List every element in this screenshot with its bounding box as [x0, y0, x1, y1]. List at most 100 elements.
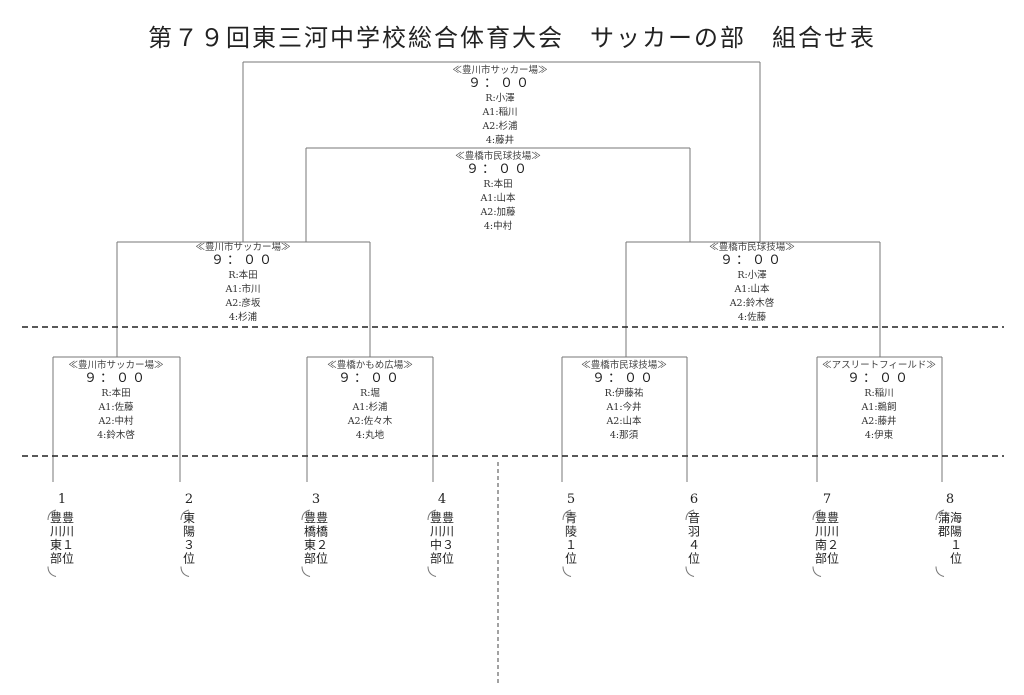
- team-number: 1: [58, 492, 66, 507]
- match-time: ９：００: [592, 371, 656, 386]
- team-label-char: 位: [62, 551, 74, 566]
- match-venue: ≪豊川市サッカー場≫: [452, 64, 547, 76]
- team-number: 3: [312, 492, 320, 507]
- team-label-char: ２: [827, 538, 839, 552]
- team-label-char: 中: [430, 537, 442, 552]
- team-label-char: 豊: [304, 511, 316, 525]
- team-label-paren-close: [427, 566, 437, 577]
- match-referee: R:本田: [101, 387, 130, 399]
- team-label-char: １: [950, 538, 962, 552]
- team-label-char: 南: [815, 537, 827, 552]
- team-label-paren-open: [935, 509, 945, 521]
- team-label-char: 陵: [565, 525, 577, 539]
- team-label-char: 位: [316, 551, 328, 566]
- team-label-char: 豊: [815, 511, 827, 525]
- match-venue: ≪豊橋市民球技場≫: [709, 241, 795, 253]
- team-label-char: 東: [183, 511, 195, 525]
- team-label-paren-close: [47, 566, 57, 577]
- match-referee: R:小澤: [485, 93, 515, 104]
- team-label-char: 橋: [304, 525, 316, 539]
- team-label-paren-open: [427, 509, 437, 521]
- team-label-paren-close: [812, 566, 822, 577]
- team-label-char: 部: [50, 551, 62, 566]
- match-referee: 4:那須: [610, 430, 639, 441]
- match-venue: ≪豊川市サッカー場≫: [68, 359, 163, 371]
- team-label-char: 部: [815, 551, 827, 566]
- match-referee: A2:藤井: [860, 415, 896, 427]
- bracket-lines: [52, 61, 943, 482]
- match-referee: 4:佐藤: [738, 311, 767, 323]
- match-referee: A1:稲川: [481, 106, 517, 118]
- team-number: 5: [567, 492, 575, 507]
- match-referee: 4:丸地: [356, 429, 385, 441]
- team-label-paren-close: [180, 566, 190, 577]
- match-time: ９：００: [720, 253, 784, 268]
- match-referee: R:本田: [483, 178, 512, 190]
- team-label-char: 蒲: [938, 511, 950, 525]
- match-referee: 4:伊東: [865, 429, 894, 441]
- match-venue: ≪豊橋かもめ広場≫: [327, 359, 413, 371]
- team-number: 2: [185, 492, 193, 507]
- match-referee: A1:杉浦: [351, 401, 388, 413]
- team-label-char: ３: [183, 538, 195, 552]
- team-label-char: １: [62, 538, 74, 552]
- match-venue: ≪豊川市サッカー場≫: [195, 241, 290, 253]
- team-label-char: 位: [565, 551, 577, 566]
- team-label-paren-open: [47, 509, 57, 521]
- match-referee: A1:市川: [224, 283, 260, 295]
- match-time: ９：００: [847, 371, 911, 386]
- team-label-char: 川: [430, 525, 442, 539]
- team-label-char: 位: [688, 551, 700, 566]
- team-label-char: 豊: [827, 511, 839, 525]
- match-block-qf4: ≪アスリートフィールド≫９：００R:稲川 A1:鵜飼 A2:藤井 4:伊東: [822, 360, 936, 441]
- match-referee: A1:今井: [605, 401, 641, 413]
- match-referee: A2:中村: [97, 415, 134, 427]
- team-label-char: 川: [62, 525, 74, 539]
- team-label-paren-open: [685, 509, 695, 521]
- team-label-char: 豊: [442, 511, 454, 525]
- team-label-char: 部: [430, 551, 442, 566]
- team-label-char: 位: [442, 551, 454, 566]
- team-label-char: 川: [815, 525, 827, 539]
- match-referee: A2:鈴木啓: [729, 297, 775, 309]
- team-label-char: ３: [442, 538, 454, 552]
- match-referee: R:堀: [360, 388, 380, 399]
- match-time: ９：００: [468, 76, 532, 91]
- team-number: 6: [690, 492, 698, 507]
- match-venue: ≪豊橋市民球技場≫: [455, 150, 541, 162]
- match-referee: A1:佐藤: [97, 401, 134, 413]
- team-label-char: 海: [950, 510, 962, 525]
- team-label-char: 位: [950, 551, 962, 566]
- team-label-paren-open: [180, 509, 190, 521]
- team-label-paren-close: [685, 566, 695, 577]
- team-label-paren-open: [562, 509, 572, 521]
- team-label-paren-close: [301, 566, 311, 577]
- match-referee: R:本田: [228, 269, 257, 281]
- match-time: ９：００: [211, 253, 275, 268]
- team-label-char: １: [565, 538, 577, 552]
- match-referee: R:稲川: [864, 387, 893, 399]
- team-number: 4: [438, 492, 446, 507]
- team-label-char: 橋: [316, 525, 328, 539]
- match-referee: A2:彦坂: [224, 297, 261, 309]
- team-label-char: 郡: [938, 525, 950, 539]
- match-referee: A1:鵜飼: [860, 401, 896, 413]
- match-referee: A2:山本: [605, 415, 642, 427]
- team-label-char: 東: [304, 538, 316, 552]
- team-entries-layer: 1豊川１位豊川東部2東陽３位3豊橋２位豊橋東部4豊川３位豊川中部5青陵１位6音羽…: [47, 492, 962, 577]
- match-venue: ≪アスリートフィールド≫: [822, 360, 936, 371]
- match-time: ９：００: [466, 162, 530, 177]
- team-label-char: 豊: [430, 511, 442, 525]
- match-referee: A1:山本: [479, 192, 516, 204]
